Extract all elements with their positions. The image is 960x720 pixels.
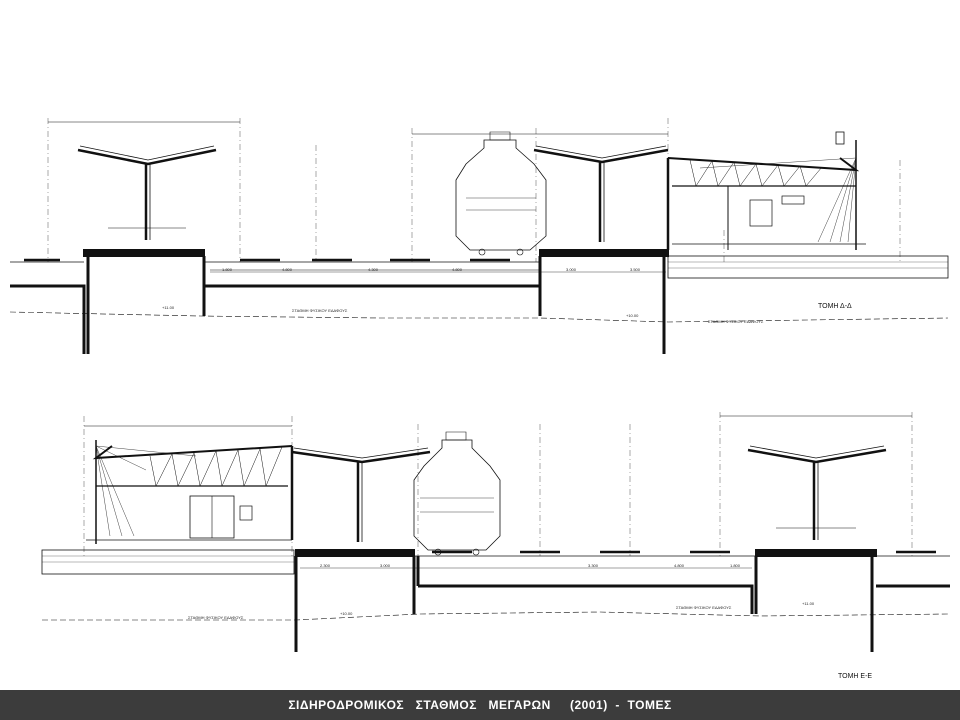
section-top-dim-4: 4.800 (452, 267, 463, 272)
section-top-dim-5: 3.000 (566, 267, 577, 272)
section-top (9, 118, 949, 354)
section-bottom-dim-1: 2.300 (320, 563, 331, 568)
section-bottom-level-right: +11.00 (802, 601, 815, 606)
section-top-level-left: +11.00 (162, 305, 175, 310)
section-bottom-dim-3: 3.300 (588, 563, 599, 568)
section-bottom-ground-note: ΣΤΑΘΜΗ ΦΥΣΙΚΟΥ ΕΔΑΦΟΥΣ (188, 615, 244, 620)
section-top-ground-note-2: ΣΤΑΘΜΗ ΦΥΣΙΚΟΥ ΕΔΑΦΟΥΣ (708, 319, 764, 324)
section-top-level-right: +10.00 (626, 313, 639, 318)
footer-title-bar: ΣΙΔΗΡΟΔΡΟΜΙΚΟΣ ΣΤΑΘΜΟΣ ΜΕΓΑΡΩΝ (2001) - … (0, 690, 960, 720)
section-bottom-dim-5: 1.800 (730, 563, 741, 568)
section-top-label: ΤΟΜΗ Δ-Δ (818, 303, 852, 310)
section-bottom-level-left: +10.00 (340, 611, 353, 616)
section-top-dim-2: 4.800 (282, 267, 293, 272)
section-bottom-label: ΤΟΜΗ Ε-Ε (838, 673, 872, 680)
section-top-dim-6: 3.500 (630, 267, 641, 272)
section-bottom-ground-note-2: ΣΤΑΘΜΗ ΦΥΣΙΚΟΥ ΕΔΑΦΟΥΣ (676, 605, 732, 610)
section-top-ground-note: ΣΤΑΘΜΗ ΦΥΣΙΚΟΥ ΕΔΑΦΟΥΣ (292, 308, 348, 313)
section-bottom-dim-4: 4.800 (674, 563, 685, 568)
footer-title: ΣΙΔΗΡΟΔΡΟΜΙΚΟΣ ΣΤΑΘΜΟΣ ΜΕΓΑΡΩΝ (2001) - … (288, 698, 672, 712)
architectural-section-drawing: ΤΟΜΗ Δ-Δ ΣΤΑΘΜΗ ΦΥΣΙΚΟΥ ΕΔΑΦΟΥΣ ΣΤΑΘΜΗ Φ… (9, 118, 950, 680)
section-bottom (41, 412, 950, 652)
section-bottom-dim-2: 3.000 (380, 563, 391, 568)
section-top-dim-3: 4.300 (368, 267, 379, 272)
section-top-dim-1: 1.800 (222, 267, 233, 272)
